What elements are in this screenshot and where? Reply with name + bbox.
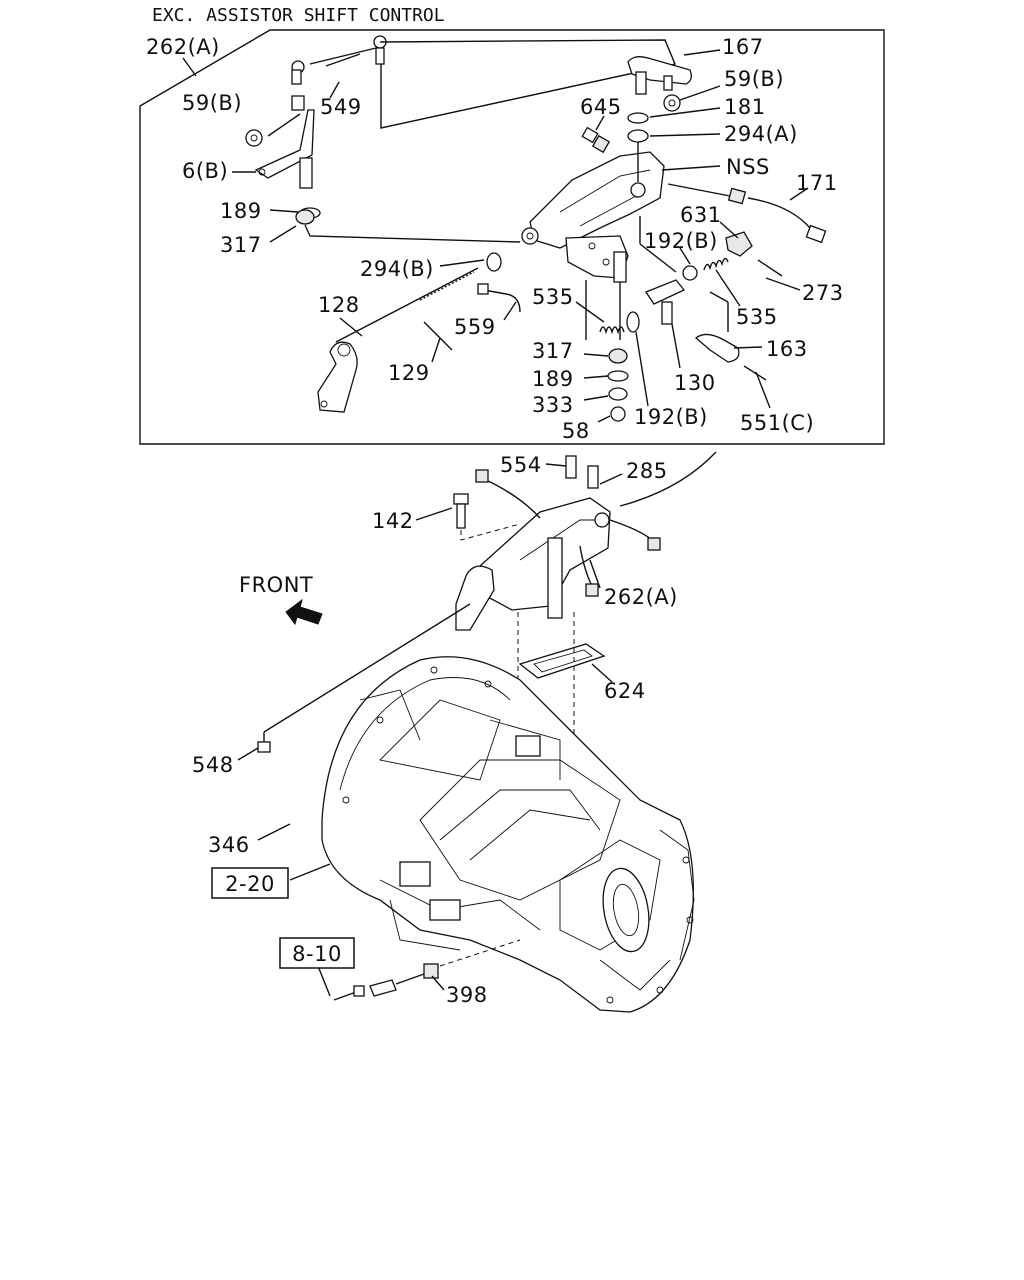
- callout-285: 285: [626, 459, 668, 483]
- part-294b-seal: [486, 252, 502, 272]
- front-label: FRONT: [239, 573, 313, 597]
- part-624-gasket: [518, 643, 606, 679]
- leader-lines-lower: [237, 463, 623, 997]
- part-6b-lever: [254, 95, 315, 189]
- diagram-title: EXC. ASSISTOR SHIFT CONTROL: [152, 5, 445, 26]
- part-142-bolt: [453, 493, 469, 529]
- callout-6b: 6(B): [182, 159, 228, 183]
- part-333-washer: [608, 387, 628, 401]
- part-273-pin: [757, 259, 783, 277]
- part-559-fitting: [477, 283, 521, 313]
- front-arrow-icon: [285, 598, 323, 626]
- callout-181: 181: [724, 95, 766, 119]
- callout-142: 142: [372, 509, 414, 533]
- part-398-sensor: [333, 939, 521, 1001]
- part-59b-nut-left: [245, 129, 263, 147]
- part-167-lever: [627, 56, 692, 95]
- part-294a-seal: [627, 129, 649, 143]
- callout-171: 171: [796, 171, 838, 195]
- callout-163: 163: [766, 337, 808, 361]
- callout-labels: 262(A) 167 59(B) 59(B) 549 645 181 294(A…: [146, 35, 844, 1007]
- detail-frame: [139, 29, 885, 445]
- callout-262a-top: 262(A): [146, 35, 220, 59]
- callout-262a-bottom: 262(A): [604, 585, 678, 609]
- callout-333: 333: [532, 393, 574, 417]
- part-549-rod: [291, 35, 387, 85]
- callout-535-left: 535: [532, 285, 574, 309]
- part-189-oring-bottom: [607, 370, 629, 382]
- callout-167: 167: [722, 35, 764, 59]
- callout-645: 645: [580, 95, 622, 119]
- ref-box-8-10: [279, 937, 355, 969]
- part-171-harness: [667, 183, 827, 244]
- part-129-pin: [423, 321, 453, 351]
- callout-nss: NSS: [726, 155, 770, 179]
- part-130-shaft: [645, 279, 686, 325]
- part-645-switch: [581, 126, 611, 154]
- part-59b-nut-right: [663, 94, 681, 112]
- callout-554: 554: [500, 453, 542, 477]
- part-346-hose: [264, 761, 300, 857]
- part-163-lever: [694, 333, 740, 363]
- callout-551c: 551(C): [740, 411, 814, 435]
- upper-exploded-parts: [245, 35, 827, 422]
- callout-398: 398: [446, 983, 488, 1007]
- part-317-bushing-bottom: [608, 348, 628, 364]
- part-535-spring-right: [703, 257, 729, 271]
- part-128-shift-rod: [317, 267, 479, 413]
- callout-559: 559: [454, 315, 496, 339]
- callout-631: 631: [680, 203, 722, 227]
- part-58-nut: [610, 406, 626, 422]
- part-shift-housing: [521, 151, 665, 283]
- part-631-block: [725, 231, 753, 257]
- callout-548: 548: [192, 753, 234, 777]
- part-192b-washer-bottom: [626, 311, 640, 333]
- part-551c-pin: [743, 365, 767, 381]
- callout-294a: 294(A): [724, 122, 798, 146]
- callout-535-right: 535: [736, 305, 778, 329]
- ref-box-2-20: [211, 867, 289, 899]
- part-548-clip: [257, 741, 271, 753]
- callout-59b-right: 59(B): [724, 67, 784, 91]
- callout-624: 624: [604, 679, 646, 703]
- callout-192b-top: 192(B): [644, 229, 718, 253]
- callout-294b: 294(B): [360, 257, 434, 281]
- callout-317-top: 317: [220, 233, 262, 257]
- callout-317-bottom: 317: [532, 339, 574, 363]
- callout-192b-bottom: 192(B): [634, 405, 708, 429]
- callout-273: 273: [802, 281, 844, 305]
- part-262a-assembly: [455, 455, 661, 631]
- callout-189-top: 189: [220, 199, 262, 223]
- callout-129: 129: [388, 361, 430, 385]
- callout-59b-left: 59(B): [182, 91, 242, 115]
- callout-58: 58: [562, 419, 590, 443]
- part-transmission-case: [321, 656, 695, 1013]
- ref-8-10-label: 8-10: [292, 942, 342, 966]
- part-192b-washer-top: [682, 265, 698, 281]
- callout-130: 130: [674, 371, 716, 395]
- part-181-washer: [627, 112, 649, 124]
- leader-lines-upper: [232, 49, 809, 423]
- ref-2-20-label: 2-20: [225, 872, 275, 896]
- part-317-bushing-top: [295, 209, 315, 225]
- callout-346: 346: [208, 833, 250, 857]
- callout-549: 549: [320, 95, 362, 119]
- callout-128: 128: [318, 293, 360, 317]
- callout-189-bottom: 189: [532, 367, 574, 391]
